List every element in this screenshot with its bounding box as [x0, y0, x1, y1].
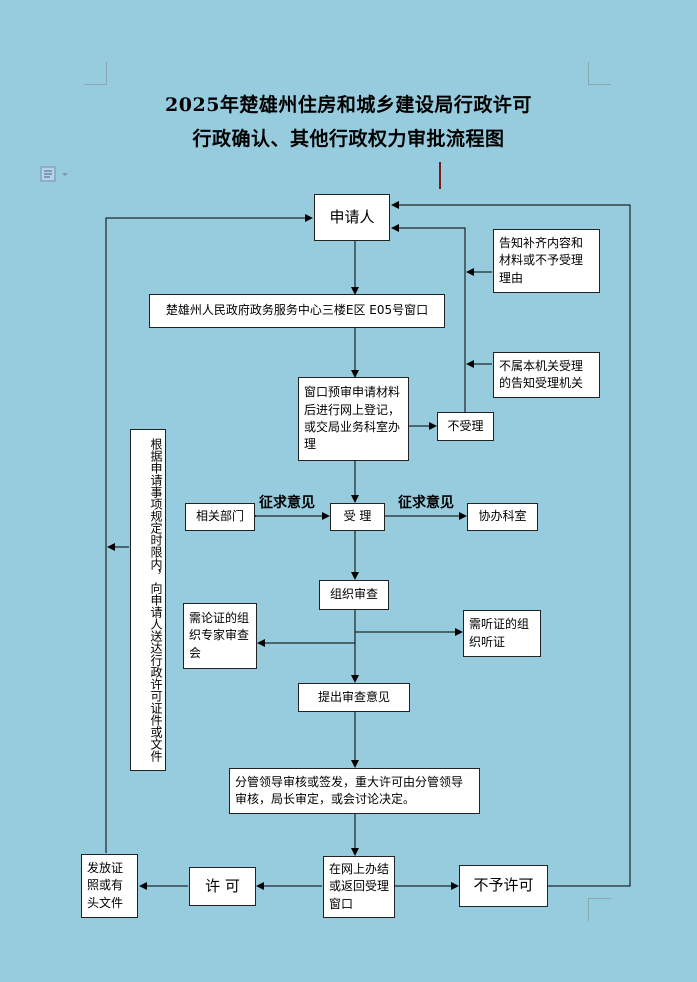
accept-box: 受 理 — [330, 503, 385, 531]
leader-review-box: 分管领导审核或签发，重大许可由分管领导审核，局长审定，或会讨论决定。 — [229, 768, 480, 814]
related-dept-box: 相关部门 — [185, 503, 255, 531]
corner-mark-top-left — [84, 62, 107, 85]
solicit-opinion-right-label: 征求意见 — [398, 495, 454, 511]
review-opinion-box: 提出审查意见 — [298, 683, 410, 712]
assist-dept-box: 协办科室 — [467, 503, 538, 531]
expert-review-box: 需论证的组织专家审查会 — [183, 603, 257, 669]
deliver-permit-box: 根据申请事项规定时限内，向申请人送达行政许可证件或文件 — [130, 429, 166, 771]
corner-mark-bottom-right — [588, 898, 611, 921]
notify-not-belong-box: 不属本机关受理的告知受理机关 — [493, 352, 600, 398]
issue-certificate-box: 发放证照或有头文件 — [81, 854, 138, 918]
organize-review-box: 组织审查 — [319, 580, 389, 610]
paragraph-layout-icon[interactable] — [40, 166, 70, 182]
page-title-line-1: 2025年楚雄州住房和城乡建设局行政许可 — [165, 94, 532, 116]
applicant-box: 申请人 — [314, 194, 390, 241]
no-permit-box: 不予许可 — [459, 865, 548, 907]
not-accept-box: 不受理 — [437, 412, 494, 441]
text-cursor — [439, 162, 441, 189]
corner-mark-top-right — [588, 62, 611, 85]
online-close-box: 在网上办结或返回受理窗口 — [323, 856, 395, 918]
page-title-line-2: 行政确认、其他行政权力审批流程图 — [192, 128, 505, 150]
precheck-box: 窗口预审申请材料后进行网上登记，或交局业务科室办理 — [298, 377, 409, 461]
hearing-box: 需听证的组织听证 — [463, 610, 541, 657]
solicit-opinion-left-label: 征求意见 — [259, 495, 315, 511]
service-window-box: 楚雄州人民政府政务服务中心三楼E区 E05号窗口 — [149, 294, 445, 328]
notify-supplement-box: 告知补齐内容和材料或不予受理理由 — [493, 229, 600, 293]
permit-box: 许 可 — [189, 867, 256, 906]
